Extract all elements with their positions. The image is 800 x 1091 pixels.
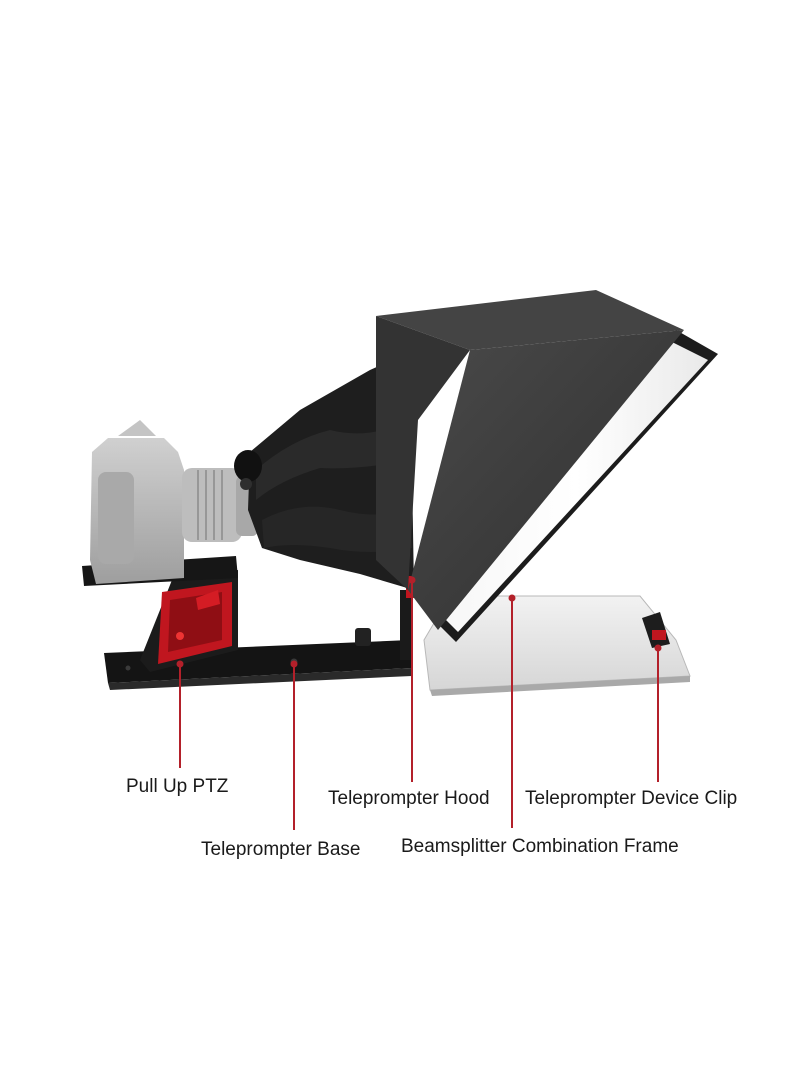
label-beamsplitter-frame: Beamsplitter Combination Frame bbox=[401, 836, 679, 857]
teleprompter-hood bbox=[376, 290, 684, 630]
callout-lines bbox=[176, 576, 662, 830]
beamsplitter-glass bbox=[440, 330, 718, 642]
callout-pull-up-ptz bbox=[176, 660, 184, 768]
cloth-hood bbox=[234, 352, 414, 590]
callout-beamsplitter-frame bbox=[508, 594, 516, 828]
label-pull-up-ptz: Pull Up PTZ bbox=[126, 776, 229, 797]
device-clip bbox=[642, 612, 670, 648]
callout-teleprompter-base bbox=[290, 660, 298, 830]
callout-device-clip bbox=[654, 644, 662, 782]
callout-teleprompter-hood bbox=[408, 576, 416, 782]
label-teleprompter-device-clip: Teleprompter Device Clip bbox=[525, 788, 738, 809]
label-teleprompter-hood: Teleprompter Hood bbox=[328, 788, 490, 809]
camera bbox=[90, 420, 258, 584]
label-teleprompter-base: Teleprompter Base bbox=[201, 839, 361, 860]
